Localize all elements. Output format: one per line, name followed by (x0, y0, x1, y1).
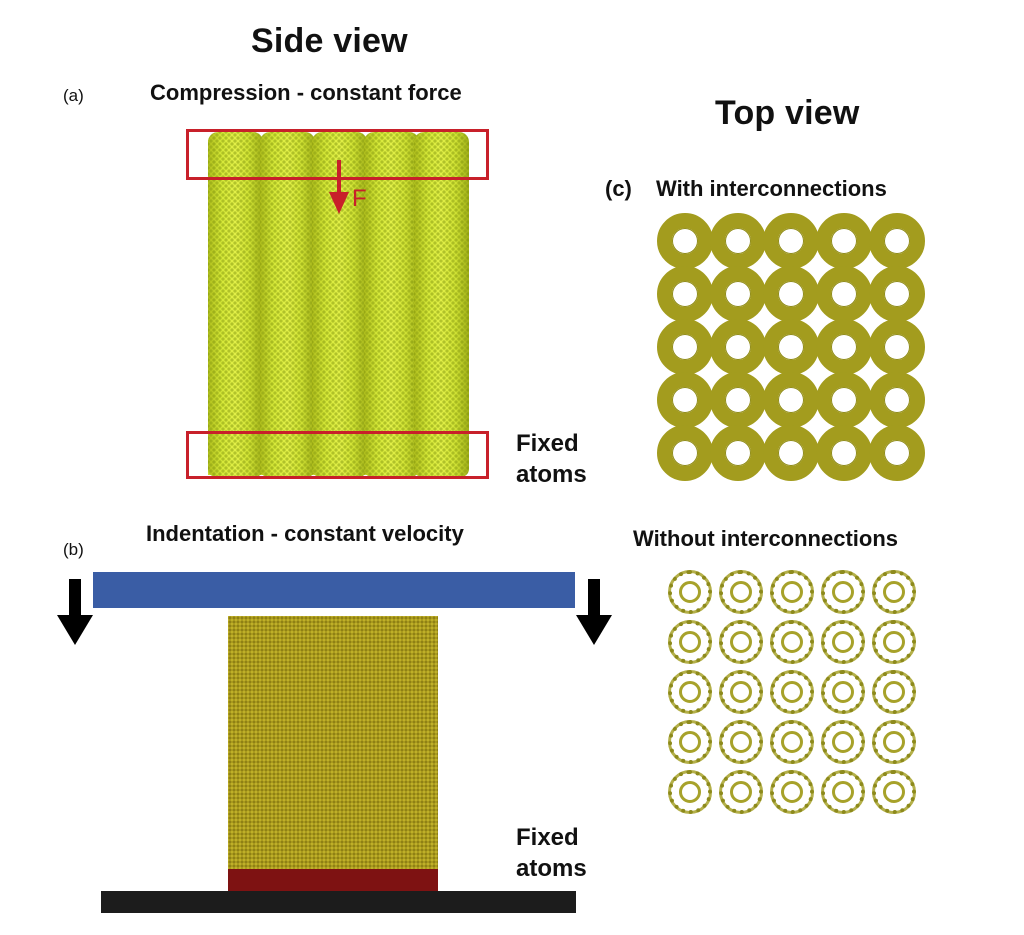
interconnected-nanotube-ring (869, 372, 925, 428)
double-wall-nanotube-ring (872, 670, 916, 714)
double-wall-nanotube-ring (719, 570, 763, 614)
double-wall-nanotube-ring (719, 770, 763, 814)
double-wall-nanotube-ring (770, 570, 814, 614)
panel-a-title: Compression - constant force (150, 80, 462, 105)
double-wall-nanotube-ring (770, 670, 814, 714)
nanotube-2 (260, 132, 315, 477)
interconnected-nanotube-ring (763, 213, 819, 269)
nanotube-1 (208, 132, 263, 477)
interconnected-nanotube-ring (657, 372, 713, 428)
double-wall-nanotube-ring (770, 620, 814, 664)
fixed-atoms-label-a-line2: atoms (516, 461, 587, 488)
fixed-atoms-layer (228, 869, 438, 892)
double-wall-nanotube-ring (719, 720, 763, 764)
panel-a-label: (a) (63, 86, 84, 105)
interconnected-nanotube-ring (816, 372, 872, 428)
interconnected-nanotube-ring (657, 425, 713, 481)
double-wall-nanotube-ring (668, 770, 712, 814)
double-wall-nanotube-ring (770, 720, 814, 764)
fixed-atoms-label-a-line1: Fixed (516, 430, 579, 457)
interconnected-nanotube-ring (816, 213, 872, 269)
interconnected-nanotube-ring (763, 372, 819, 428)
fixed-atoms-label-b: Fixed atoms (516, 822, 587, 884)
substrate-plate (101, 891, 576, 913)
double-wall-nanotube-ring (872, 620, 916, 664)
interconnected-nanotube-ring (869, 266, 925, 322)
bottom-fixed-atoms-box (186, 431, 489, 479)
interconnected-nanotube-ring (816, 266, 872, 322)
interconnected-nanotube-ring (657, 266, 713, 322)
double-wall-nanotube-ring (719, 670, 763, 714)
double-wall-nanotube-ring (668, 570, 712, 614)
interconnected-nanotube-ring (710, 425, 766, 481)
top-view-grid-without-interconnections (668, 570, 923, 820)
top-view-title: Top view (715, 94, 860, 132)
interconnected-nanotube-ring (816, 425, 872, 481)
fixed-atoms-label-b-line1: Fixed (516, 824, 579, 851)
indenter-plate (93, 572, 575, 608)
interconnected-nanotube-ring (763, 319, 819, 375)
interconnected-nanotube-ring (869, 425, 925, 481)
fixed-atoms-label-b-line2: atoms (516, 855, 587, 882)
double-wall-nanotube-ring (821, 620, 865, 664)
double-wall-nanotube-ring (668, 720, 712, 764)
double-wall-nanotube-ring (872, 720, 916, 764)
side-view-title: Side view (251, 22, 408, 60)
double-wall-nanotube-ring (770, 770, 814, 814)
panel-c-label: (c) (605, 176, 632, 201)
nanotube-4 (364, 132, 419, 477)
double-wall-nanotube-ring (668, 670, 712, 714)
panel-c-title-without: Without interconnections (633, 526, 899, 551)
double-wall-nanotube-ring (821, 770, 865, 814)
interconnected-nanotube-ring (657, 213, 713, 269)
interconnected-nanotube-ring (710, 266, 766, 322)
interconnected-nanotube-ring (869, 213, 925, 269)
interconnected-nanotube-ring (763, 266, 819, 322)
force-label: F (352, 185, 367, 212)
double-wall-nanotube-ring (821, 720, 865, 764)
nanotube-sample-block (228, 616, 438, 869)
nanotube-5 (414, 132, 469, 477)
double-wall-nanotube-ring (872, 770, 916, 814)
fixed-atoms-label-a: Fixed atoms (516, 428, 587, 490)
interconnected-nanotube-ring (816, 319, 872, 375)
interconnected-nanotube-ring (657, 319, 713, 375)
panel-b-label: (b) (63, 540, 84, 559)
interconnected-nanotube-ring (710, 319, 766, 375)
panel-b-title: Indentation - constant velocity (146, 521, 464, 546)
double-wall-nanotube-ring (668, 620, 712, 664)
panel-c-title-with: With interconnections (656, 176, 887, 201)
top-view-grid-with-interconnections (657, 213, 925, 481)
double-wall-nanotube-ring (872, 570, 916, 614)
interconnected-nanotube-ring (763, 425, 819, 481)
interconnected-nanotube-ring (710, 213, 766, 269)
interconnected-nanotube-ring (869, 319, 925, 375)
interconnected-nanotube-ring (710, 372, 766, 428)
double-wall-nanotube-ring (821, 570, 865, 614)
double-wall-nanotube-ring (719, 620, 763, 664)
double-wall-nanotube-ring (821, 670, 865, 714)
